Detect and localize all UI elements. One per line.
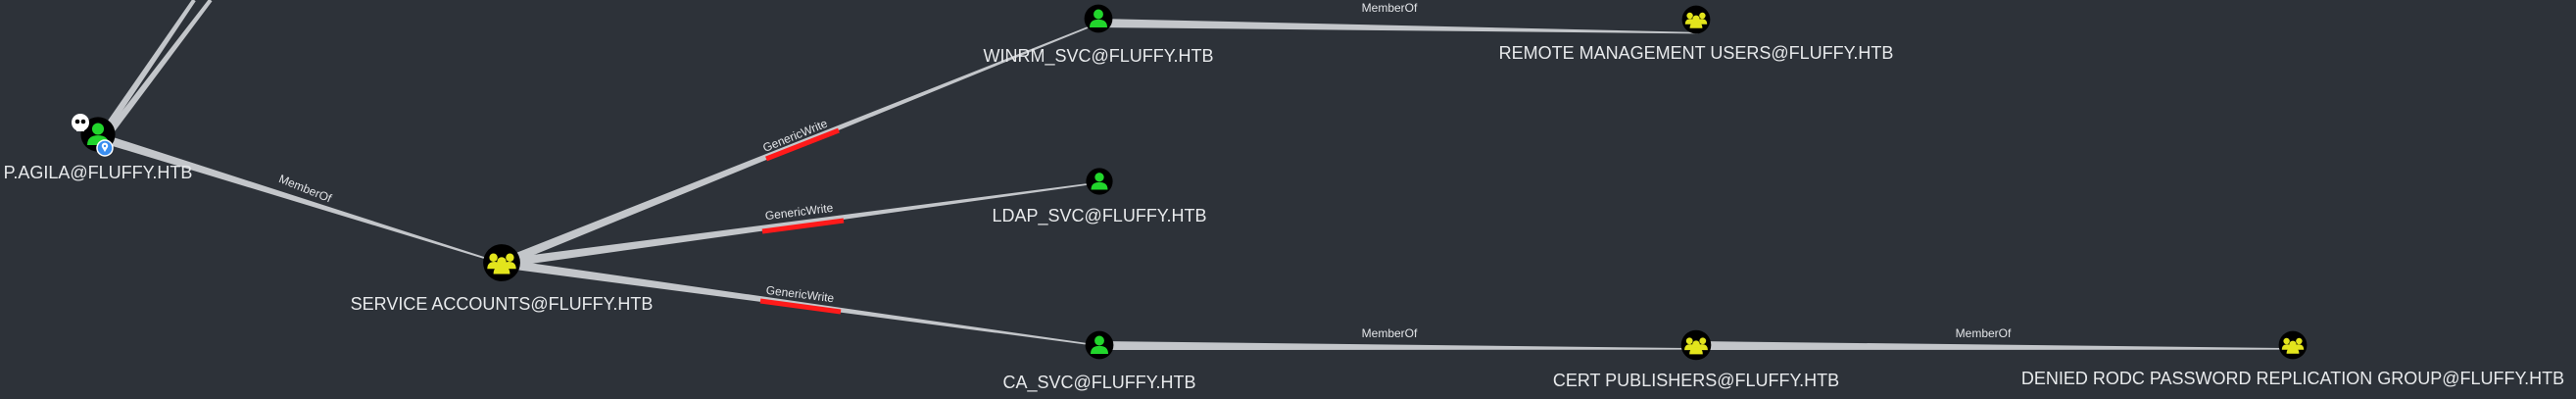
user-icon: [1085, 330, 1114, 360]
genericwrite-highlight: [761, 218, 845, 234]
user-icon: [1084, 4, 1113, 33]
node-remote-management-users[interactable]: REMOTE MANAGEMENT USERS@FLUFFY.HTB: [1499, 5, 1894, 63]
edge-offscreen-2[interactable]: [102, 0, 213, 141]
node-cert-publishers[interactable]: CERT PUBLISHERS@FLUFFY.HTB: [1553, 329, 1839, 390]
node-label: REMOTE MANAGEMENT USERS@FLUFFY.HTB: [1499, 43, 1894, 63]
edge-offscreen-1[interactable]: [99, 0, 196, 137]
edge-label: MemberOf: [1956, 326, 2012, 340]
node-winrm-svc[interactable]: WINRM_SVC@FLUFFY.HTB: [984, 4, 1214, 67]
group-icon: [483, 244, 520, 281]
group-icon: [1680, 329, 1712, 361]
node-label: CERT PUBLISHERS@FLUFFY.HTB: [1553, 371, 1839, 390]
node-label: SERVICE ACCOUNTS@FLUFFY.HTB: [351, 294, 654, 314]
edge-genericwrite-sa-ca[interactable]: [501, 259, 1099, 347]
node-label: CA_SVC@FLUFFY.HTB: [1003, 373, 1196, 393]
edge-memberof-cp-denied[interactable]: [1697, 341, 2295, 351]
edge-label: MemberOf: [1362, 326, 1418, 340]
edge-memberof-agila-sa[interactable]: [100, 133, 503, 265]
node-label: P.AGILA@FLUFFY.HTB: [4, 163, 193, 182]
genericwrite-highlight: [759, 298, 842, 315]
group-icon: [2278, 330, 2308, 360]
genericwrite-highlight: [765, 127, 840, 162]
node-label: DENIED RODC PASSWORD REPLICATION GROUP@F…: [2021, 369, 2564, 388]
node-label: WINRM_SVC@FLUFFY.HTB: [984, 46, 1214, 67]
skull-owned-icon: [72, 114, 89, 131]
edge-memberof-ca-cp[interactable]: [1098, 341, 1698, 351]
map-pin-start-icon: [96, 139, 114, 157]
node-ca-svc[interactable]: CA_SVC@FLUFFY.HTB: [1003, 330, 1196, 393]
node-label: LDAP_SVC@FLUFFY.HTB: [993, 206, 1207, 226]
highlight-bars: [759, 127, 845, 315]
user-icon: [1086, 168, 1113, 195]
node-denied-rodc[interactable]: DENIED RODC PASSWORD REPLICATION GROUP@F…: [2021, 330, 2564, 388]
edge-memberof-winrm-rm[interactable]: [1098, 19, 1698, 34]
node-p-agila[interactable]: P.AGILA@FLUFFY.HTB: [4, 114, 193, 182]
edge-label: MemberOf: [1362, 1, 1418, 15]
group-icon: [1681, 5, 1711, 34]
node-ldap-svc[interactable]: LDAP_SVC@FLUFFY.HTB: [993, 168, 1207, 226]
node-service-accounts[interactable]: SERVICE ACCOUNTS@FLUFFY.HTB: [351, 244, 654, 314]
